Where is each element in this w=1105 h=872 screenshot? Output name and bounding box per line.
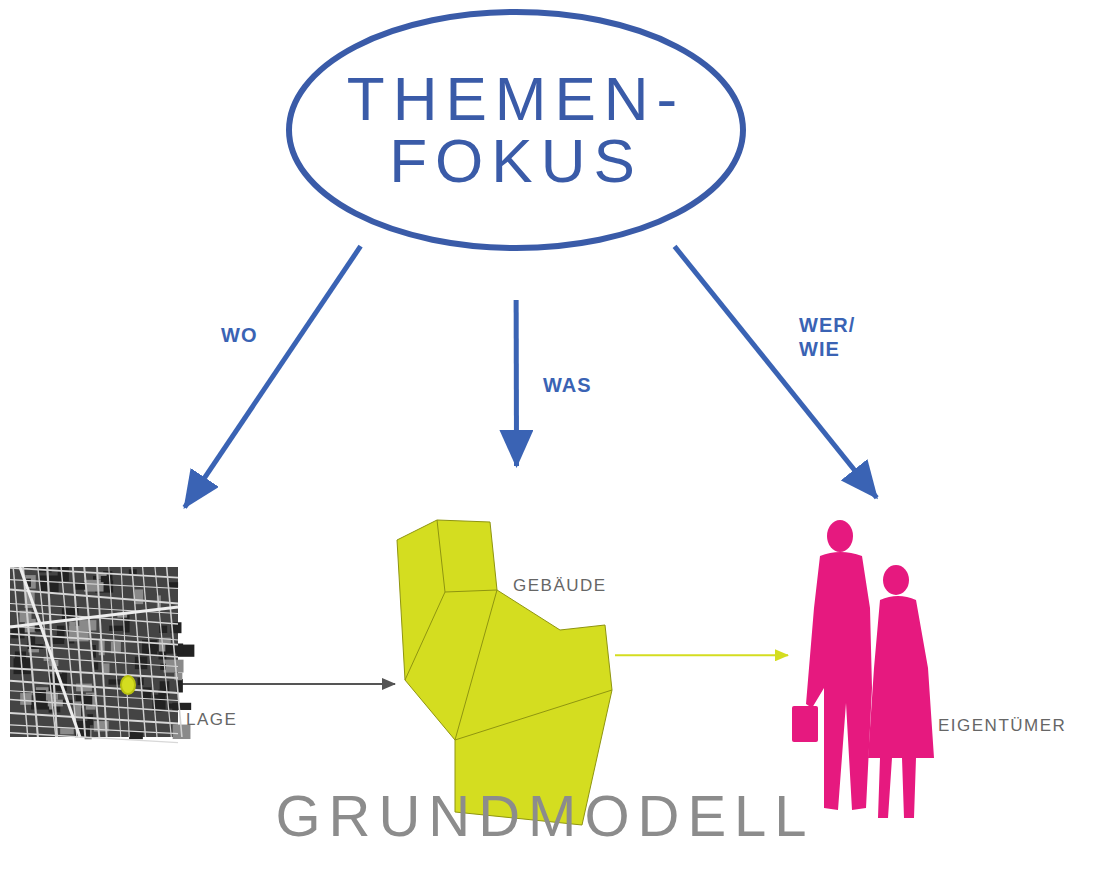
topic-outline (289, 12, 743, 248)
edge-label: WO (218, 322, 260, 348)
connector-arrow (185, 246, 361, 507)
node-label: LAGE (186, 710, 237, 730)
edge-label: WAS (540, 372, 595, 398)
people-shape (788, 518, 938, 823)
node-label: EIGENTÜMER (938, 716, 1066, 736)
diagram-caption: GRUNDMODELL (0, 782, 1090, 849)
connector-arrow (514, 300, 519, 466)
building-block: GEBÄUDE (395, 518, 615, 828)
map-shape (10, 567, 178, 737)
topic-title: THEMEN- FOKUS (347, 68, 685, 192)
building-volume (397, 520, 612, 825)
map-texture (10, 567, 194, 743)
node-label: GEBÄUDE (513, 576, 607, 596)
location-map: LAGE (10, 567, 178, 737)
edge-label: WER/ WIE (796, 312, 858, 362)
connector-arrow (675, 246, 877, 497)
building-shape (395, 518, 615, 828)
connector-arrow (615, 654, 788, 656)
owner-silhouettes (792, 520, 934, 818)
topic-ellipse: THEMEN- FOKUS (285, 8, 747, 252)
owner-figures: EIGENTÜMER (788, 518, 938, 823)
connector-arrow (178, 683, 395, 685)
